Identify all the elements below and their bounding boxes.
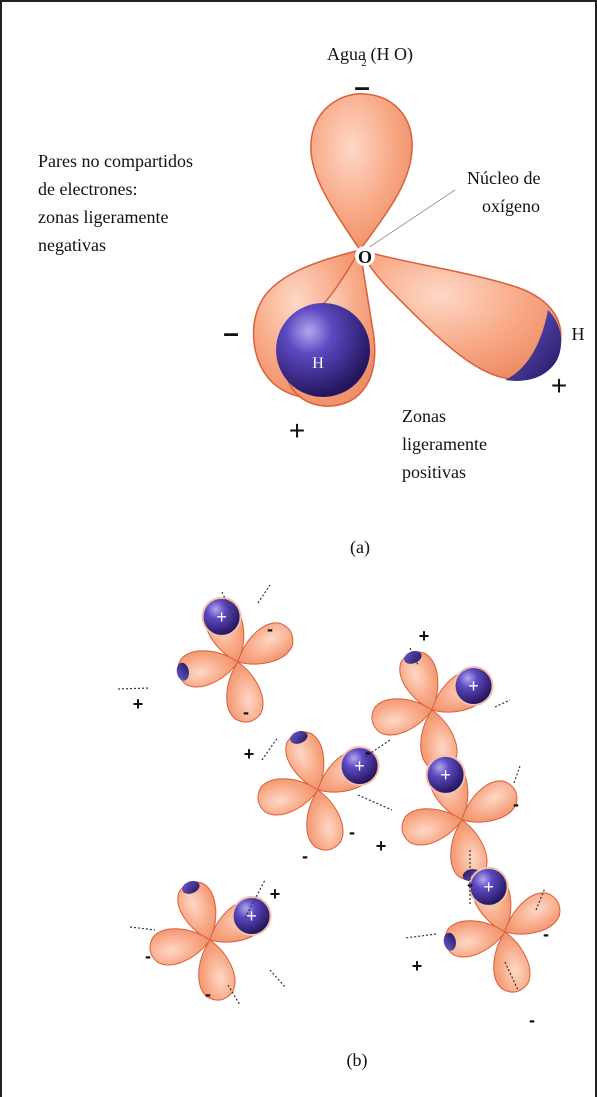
positive-zones-label: Zonas ligeramente positivas — [402, 406, 491, 482]
water-molecule-small: + — [401, 754, 518, 882]
hydrogen-atom-small — [453, 666, 494, 706]
orbital-lobe — [237, 622, 294, 665]
hydrogen-bond-line — [409, 647, 419, 666]
orbital-lobe — [493, 931, 531, 993]
hydrogen-atom-small — [339, 746, 380, 786]
hydrogen-cap-small — [290, 730, 308, 744]
hydrogen-atom-small — [231, 896, 272, 936]
minus-sign-small: - — [267, 619, 273, 639]
water-molecule-small: + — [443, 866, 561, 993]
hydrogen-bond-line — [494, 699, 511, 708]
orbital-lobe — [198, 939, 236, 1001]
minus-sign-small: - — [349, 822, 355, 842]
orbital-lobe — [226, 661, 264, 723]
hydrogen-atom-small — [425, 754, 466, 795]
hydrogen-label-right: H — [572, 324, 585, 344]
plus-sign-small: + — [270, 884, 281, 904]
minus-sign-small: - — [145, 946, 151, 966]
hydrogen-label-left: H — [312, 355, 324, 372]
oxygen-nucleus — [355, 246, 375, 266]
hydrogen-atom-left — [276, 303, 370, 397]
hydrogen-plus-sign: + — [216, 607, 227, 627]
hydrogen-bond-line — [257, 584, 271, 604]
hydrogen-bond-line — [244, 879, 266, 919]
hydrogen-plus-sign: + — [468, 676, 479, 696]
hydrogen-atom-small — [201, 596, 242, 637]
orbital-lobe — [306, 789, 344, 851]
hydrogen-bond-line — [117, 687, 151, 690]
caption-b: (b) — [347, 1050, 368, 1071]
water-molecule-small: + — [371, 650, 494, 771]
hydrogen-bond-line — [504, 961, 519, 991]
minus-sign-left: – — [223, 317, 239, 348]
hydrogen-cap-small — [404, 650, 422, 664]
hydrogen-cap-small — [182, 880, 200, 894]
minus-sign-small: - — [543, 924, 549, 944]
title-subscript: 2 — [361, 57, 367, 69]
plus-sign-small: + — [244, 744, 255, 764]
nucleus-label: Núcleo de oxígeno — [467, 168, 545, 216]
hydrogen-bond-line — [129, 926, 156, 931]
hydrogen-bond-line — [221, 591, 236, 621]
plus-sign-small: + — [412, 956, 423, 976]
hydrogen-cap-small — [443, 932, 456, 951]
minus-sign-top: – — [354, 71, 370, 102]
orbital-lobe — [149, 928, 211, 966]
orbital-lobe — [371, 698, 433, 736]
hydrogen-cap-small — [176, 662, 189, 681]
minus-sign-small: - — [513, 794, 519, 814]
lone-pair-lobe-top — [310, 93, 413, 252]
lone-pairs-label: Pares no compartidos de electrones: zona… — [38, 151, 197, 255]
hydrogen-bond-line — [404, 933, 437, 939]
minus-sign-small: - — [302, 846, 308, 866]
molecule-a — [252, 93, 562, 407]
title-water: Agua (H O) — [327, 44, 413, 65]
hydrogen-bond-line — [357, 794, 393, 811]
nucleus-pointer-line — [367, 189, 456, 249]
hydrogen-bond-line — [513, 765, 521, 784]
orbital-lobe — [401, 808, 463, 846]
minus-sign-small: - — [365, 742, 371, 762]
oxygen-label: O — [358, 247, 372, 267]
minus-sign-small: - — [205, 984, 211, 1004]
orbital-lobe — [504, 892, 561, 935]
orbital-lobe — [461, 780, 518, 823]
plus-sign-small: + — [376, 836, 387, 856]
hydrogen-bond-line — [364, 739, 391, 758]
hydrogen-plus-sign: + — [246, 906, 257, 926]
minus-sign-small: - — [529, 1010, 535, 1030]
water-molecule-small: + — [149, 880, 272, 1001]
minus-sign-small: - — [243, 702, 249, 722]
plus-sign-small: + — [133, 694, 144, 714]
minus-sign-small: - — [467, 874, 473, 894]
orbital-lobe — [257, 778, 319, 816]
caption-a: (a) — [350, 537, 370, 558]
water-molecule-small: + — [176, 596, 294, 723]
plus-sign-right: + — [551, 370, 567, 401]
hydrogen-plus-sign: + — [440, 765, 451, 785]
plus-sign-left: + — [289, 415, 305, 446]
hydrogen-atom-right — [505, 310, 562, 381]
hydrogen-bond-line — [269, 969, 286, 988]
hydrogen-plus-sign: + — [354, 756, 365, 776]
hydrogen-bond-network: ++++++-+-++--+-+----+-- — [117, 584, 561, 1030]
water-molecule-small: + — [257, 730, 380, 851]
hydrogen-plus-sign: + — [483, 877, 494, 897]
hydrogen-bond-line — [261, 736, 279, 761]
plus-sign-small: + — [419, 626, 430, 646]
